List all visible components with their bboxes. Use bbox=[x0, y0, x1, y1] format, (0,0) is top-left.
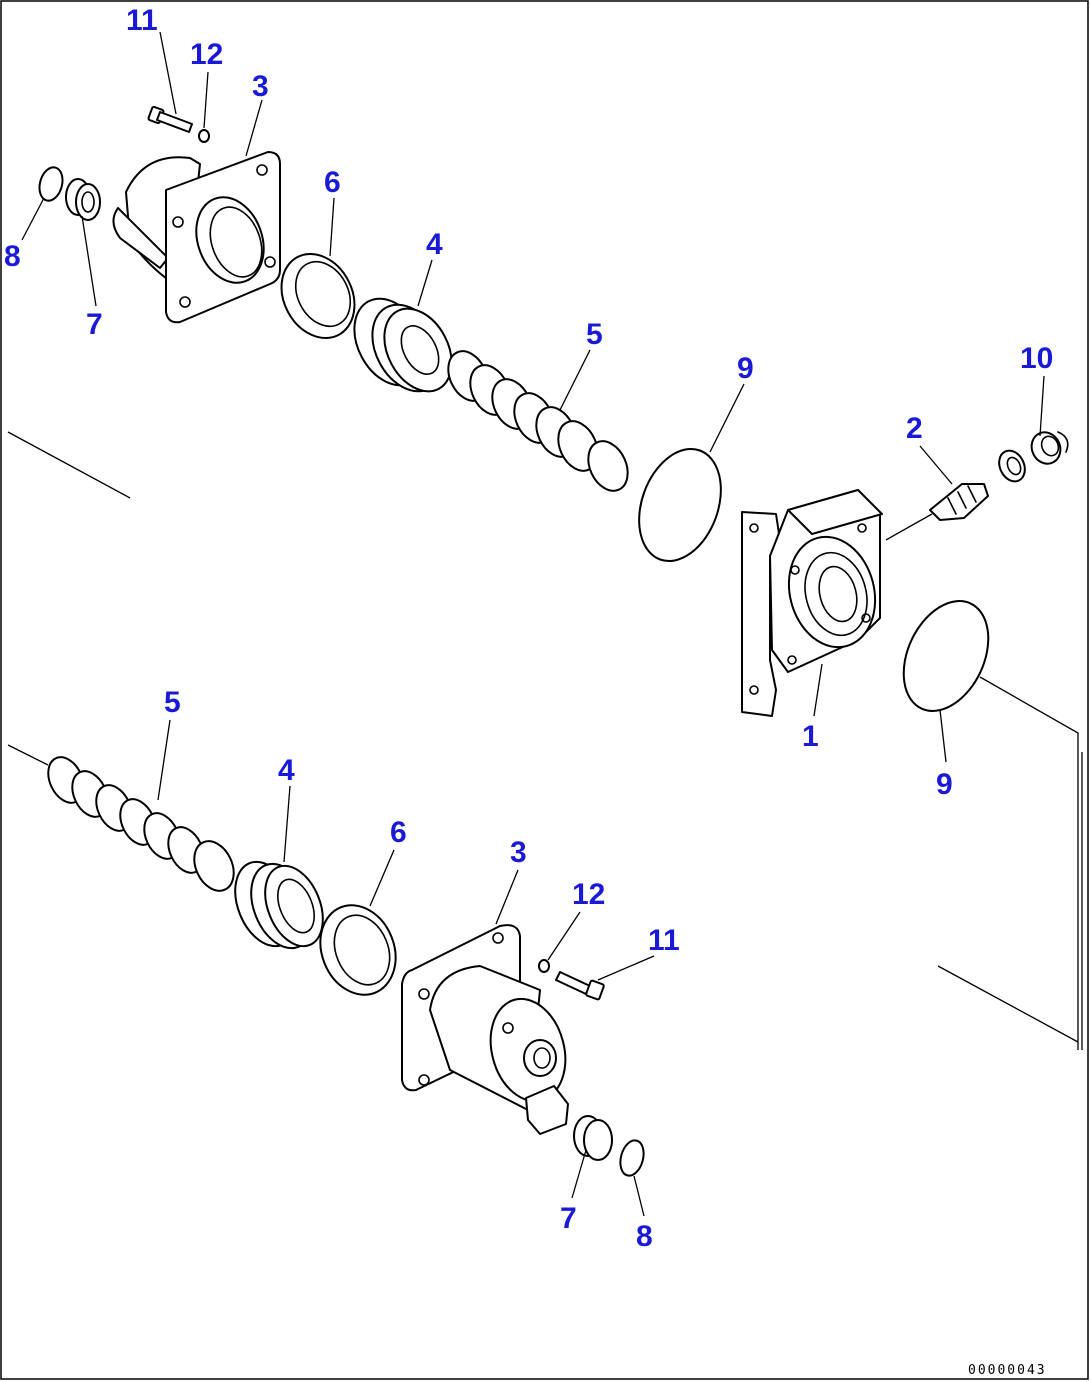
part-9-oring-upper bbox=[638, 447, 722, 563]
part-3-cover-upper bbox=[112, 151, 281, 324]
part-6-seal-lower bbox=[319, 904, 397, 996]
callout-8-upper: 8 bbox=[4, 240, 21, 273]
callout-11-upper: 11 bbox=[126, 4, 158, 37]
callout-9-upper: 9 bbox=[737, 352, 754, 385]
part-5-spring-upper bbox=[447, 350, 629, 492]
callout-1: 1 bbox=[802, 720, 819, 753]
part-1-valve-body bbox=[741, 489, 883, 717]
callout-8-lower: 8 bbox=[636, 1220, 653, 1253]
callout-7-upper: 7 bbox=[86, 308, 103, 341]
callout-11-lower: 11 bbox=[648, 924, 680, 957]
part-10-plug bbox=[998, 431, 1069, 483]
part-6-seal-upper bbox=[280, 252, 356, 340]
callout-5-upper: 5 bbox=[586, 318, 603, 351]
part-12-washer-upper bbox=[198, 129, 210, 143]
continuation-lines bbox=[7, 431, 1083, 1050]
callout-9-right: 9 bbox=[936, 768, 953, 801]
part-9-oring-right bbox=[902, 600, 990, 712]
callout-5-lower: 5 bbox=[164, 686, 181, 719]
part-5-spring-lower bbox=[47, 756, 235, 892]
callout-12-lower: 12 bbox=[572, 878, 605, 911]
callout-3-upper: 3 bbox=[252, 70, 269, 103]
callout-4-lower: 4 bbox=[278, 754, 295, 787]
part-7-plug-lower bbox=[573, 1115, 613, 1161]
part-7-plug-upper bbox=[65, 178, 101, 221]
part-3-cover-lower bbox=[401, 924, 569, 1135]
callout-7-lower: 7 bbox=[560, 1202, 577, 1235]
callout-6-upper: 6 bbox=[324, 166, 341, 199]
part-12-washer-lower bbox=[538, 959, 550, 973]
callout-numbers: 11 12 3 6 4 8 7 5 9 10 2 1 9 5 4 6 3 12 … bbox=[4, 4, 1053, 1253]
callout-3-lower: 3 bbox=[510, 836, 527, 869]
part-11-bolt-lower bbox=[555, 971, 605, 1001]
part-11-bolt-upper bbox=[147, 105, 193, 133]
part-4-piston-upper bbox=[353, 297, 453, 393]
part-8-oring-lower bbox=[619, 1139, 645, 1177]
callout-10: 10 bbox=[1020, 342, 1053, 375]
callout-4-upper: 4 bbox=[426, 228, 443, 261]
drawing-code: 00000043 bbox=[968, 1363, 1047, 1378]
callout-6-lower: 6 bbox=[390, 816, 407, 849]
leader-lines bbox=[21, 31, 1045, 1217]
callout-12-upper: 12 bbox=[190, 38, 223, 71]
part-8-oring-upper bbox=[38, 166, 64, 202]
part-2-check-valve bbox=[929, 483, 989, 521]
callout-2: 2 bbox=[906, 412, 923, 445]
part-4-piston-lower bbox=[234, 860, 324, 950]
